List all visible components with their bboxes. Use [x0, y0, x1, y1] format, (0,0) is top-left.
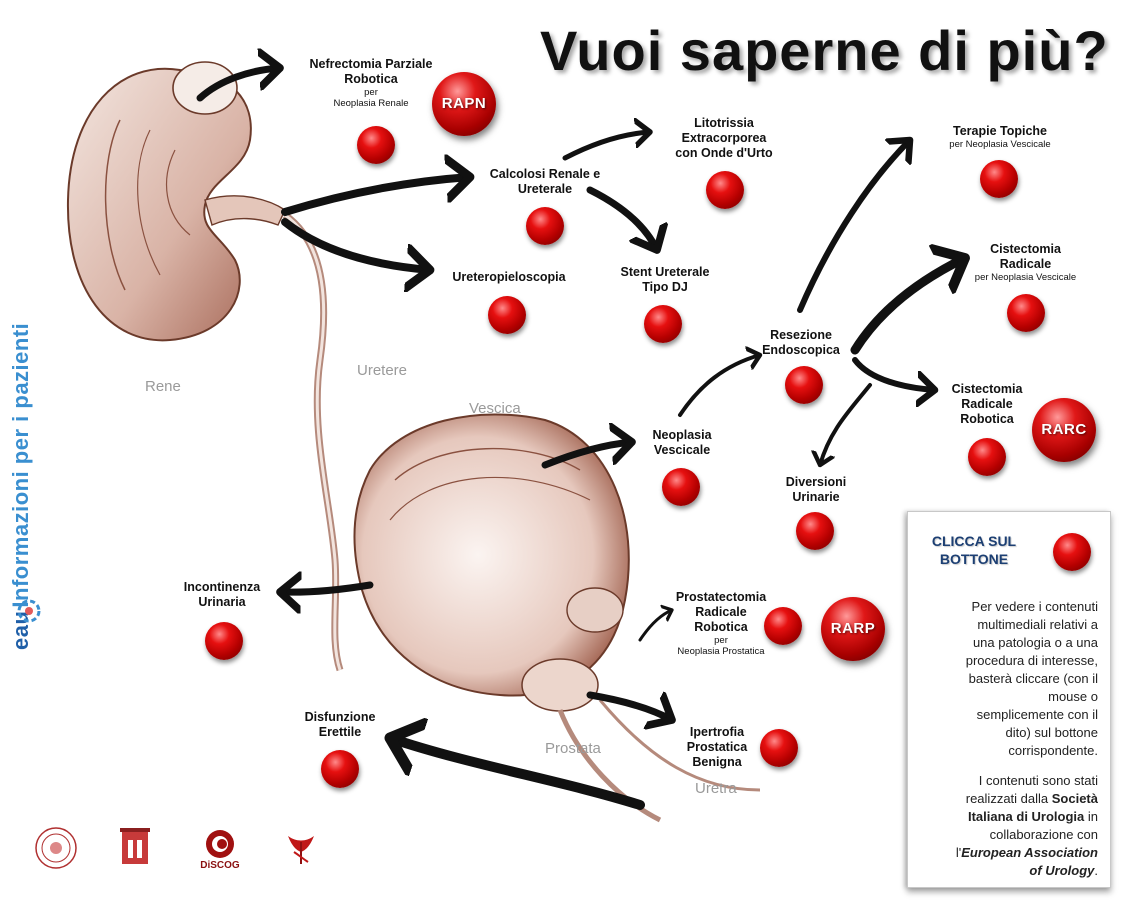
sidebar-label: Informazioni per i pazienti: [8, 322, 33, 608]
button-prostatectomia[interactable]: [764, 607, 802, 645]
info-paragraph-2: I contenuti sono stati realizzati dalla …: [955, 773, 1098, 878]
organ-label-uretra: Uretra: [695, 780, 737, 797]
button-calcolosi[interactable]: [526, 207, 564, 245]
info-paragraph-1: Per vedere i contenuti multimediali rela…: [965, 599, 1098, 758]
button-stent[interactable]: [644, 305, 682, 343]
page-title: Vuoi saperne di più?: [540, 19, 1109, 82]
flow-arrows: [196, 68, 965, 810]
button-neoplasia[interactable]: [662, 468, 700, 506]
label-terapie: Terapie Topiche per Neoplasia Vescicale: [949, 124, 1051, 150]
button-nefrectomia[interactable]: [357, 126, 395, 164]
organ-label-uretere: Uretere: [357, 362, 408, 379]
button-disfunzione[interactable]: [321, 750, 359, 788]
discog-logo: DiSCOG: [200, 830, 240, 870]
bladder-drawing: [353, 413, 761, 823]
button-cistectomia-robotica[interactable]: [968, 438, 1006, 476]
button-terapie[interactable]: [980, 160, 1018, 198]
building-logo: [120, 828, 150, 864]
kidney-drawing: [66, 61, 286, 342]
organ-label-rene: Rene: [145, 378, 181, 395]
discog-logo-text: DiSCOG: [200, 860, 240, 870]
button-incontinenza[interactable]: [205, 622, 243, 660]
example-button: [1053, 533, 1091, 571]
button-diversioni[interactable]: [796, 512, 834, 550]
button-rapn[interactable]: RAPN: [432, 72, 496, 136]
button-rarp[interactable]: RARP: [821, 597, 885, 661]
button-resezione[interactable]: [785, 366, 823, 404]
button-ipertrofia[interactable]: [760, 729, 798, 767]
label-ureteropieloscopia: Ureteropieloscopia: [452, 270, 566, 284]
organ-label-vescica: Vescica: [469, 400, 521, 417]
eau-logo-icon: [17, 599, 41, 623]
button-ureteropieloscopia[interactable]: [488, 296, 526, 334]
university-seal-logo: [35, 827, 77, 869]
ureter-drawing: [282, 212, 344, 672]
button-litotrissia[interactable]: [706, 171, 744, 209]
button-cistectomia[interactable]: [1007, 294, 1045, 332]
button-rarc[interactable]: RARC: [1032, 398, 1096, 462]
caduceus-logo: [288, 836, 314, 864]
organ-label-prostata: Prostata: [545, 740, 601, 757]
